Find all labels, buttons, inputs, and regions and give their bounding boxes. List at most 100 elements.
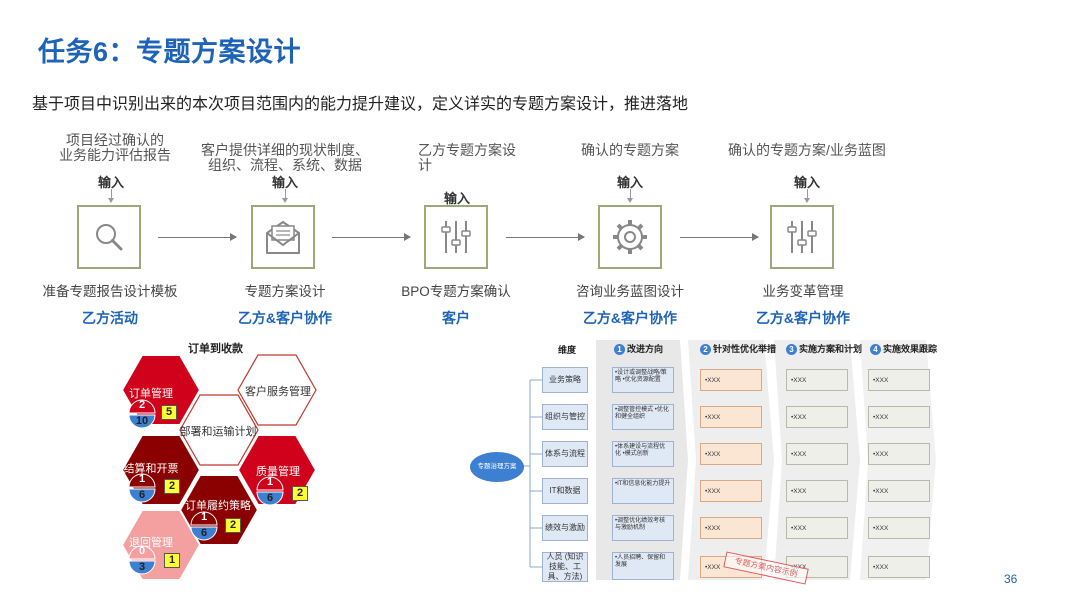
measure-box[interactable]: •XXX xyxy=(700,369,762,391)
page-subtitle: 基于项目中识别出来的本次项目范围内的能力提升建议，定义详实的专题方案设计，推进落… xyxy=(32,96,689,113)
header-text: 实施效果跟踪 xyxy=(883,344,938,354)
plan-box[interactable]: •XXX xyxy=(786,443,848,465)
number-badge xyxy=(128,473,156,503)
hex-customer-service[interactable] xyxy=(237,354,317,426)
sliders-icon xyxy=(441,221,471,253)
flow-arrow xyxy=(332,233,411,241)
page-title: 任务6：专题方案设计 xyxy=(38,37,302,67)
step-box[interactable] xyxy=(251,205,315,269)
input-label: 输入 xyxy=(272,175,299,190)
plan-box[interactable]: •XXX xyxy=(786,517,848,539)
tree-connector xyxy=(522,379,542,568)
hex-label: 订单履约策略 xyxy=(185,500,251,512)
number-badge xyxy=(128,399,156,429)
hex-diagram-title: 订单到收款 xyxy=(188,343,243,355)
step-box[interactable] xyxy=(424,205,488,269)
badge-count: 2 xyxy=(292,486,308,501)
step-input-text: 项目经过确认的 业务能力评估报告 xyxy=(45,133,185,163)
step-input-line: 业务能力评估报告 xyxy=(59,147,171,163)
measure-box[interactable]: •XXX xyxy=(700,517,762,539)
plan-box[interactable]: •XXX xyxy=(786,369,848,391)
hex-label: 结算和开票 xyxy=(123,463,179,475)
input-label: 输入 xyxy=(617,175,644,190)
step-number-badge: 2 xyxy=(700,344,711,356)
badge-bottom: 10 xyxy=(135,415,149,427)
step-box[interactable] xyxy=(770,205,834,269)
tracking-box[interactable]: •XXX xyxy=(868,369,930,391)
hex-label: 订单管理 xyxy=(129,388,173,400)
direction-box[interactable]: •IT和信息化能力提升 xyxy=(612,478,674,504)
header-text: 实施方案和计划 xyxy=(799,344,863,354)
dimension-box[interactable]: 体系与流程 xyxy=(542,441,588,467)
plan-box[interactable]: •XXX xyxy=(786,480,848,502)
dimension-box[interactable]: IT和数据 xyxy=(542,478,588,504)
badge-bottom: 6 xyxy=(138,489,146,501)
direction-box[interactable]: •人员招聘、保留和发展 xyxy=(612,552,674,580)
tracking-box[interactable]: •XXX xyxy=(868,556,930,578)
tracking-box[interactable]: •XXX xyxy=(868,480,930,502)
header-text: 针对性优化举措 xyxy=(713,344,777,354)
measure-box[interactable]: •XXX xyxy=(700,406,762,428)
step-input-line: 计 xyxy=(418,157,432,173)
step-name: 专题方案设计 xyxy=(244,284,326,299)
measure-box[interactable]: •XXX xyxy=(700,443,762,465)
badge-top: 0 xyxy=(138,545,146,557)
step-role: 客户 xyxy=(442,310,470,326)
dimension-box[interactable]: 业务策略 xyxy=(542,367,588,393)
direction-box[interactable]: •设计或调整战略/策略 •优化资源配置 xyxy=(612,367,674,393)
input-label: 输入 xyxy=(794,175,821,190)
badge-top: 1 xyxy=(266,476,274,488)
tracking-box[interactable]: •XXX xyxy=(868,406,930,428)
step-box[interactable] xyxy=(77,205,141,269)
step-number-badge: 3 xyxy=(786,344,797,356)
direction-box[interactable]: •体系建设与流程优化 •模式创新 xyxy=(612,441,674,467)
flow-arrow xyxy=(506,233,585,241)
number-badge xyxy=(128,545,156,575)
direction-box[interactable]: •调整管控模式 •优化和健全组织 xyxy=(612,404,674,430)
step-input-text: 乙方专题方案设 计 xyxy=(418,143,528,173)
hex-deployment-transport[interactable] xyxy=(179,394,259,466)
number-badge xyxy=(256,476,284,506)
badge-bottom: 6 xyxy=(266,492,274,504)
matrix-header-dimension: 维度 xyxy=(558,345,577,355)
step-input-line: 项目经过确认的 xyxy=(66,132,164,148)
direction-box[interactable]: •调整优化绩效考核与激励机制 xyxy=(612,515,674,541)
matrix-root[interactable]: 专题治理方案 xyxy=(470,452,524,482)
plan-box[interactable]: •XXX xyxy=(786,406,848,428)
measure-box[interactable]: •XXX xyxy=(700,480,762,502)
step-input-text: 确认的专题方案 xyxy=(560,143,700,158)
step-input-line: 确认的专题方案 xyxy=(581,142,679,158)
down-arrow xyxy=(627,189,633,203)
badge-count: 5 xyxy=(161,405,177,420)
down-arrow xyxy=(108,189,114,203)
step-box[interactable] xyxy=(598,205,662,269)
step-input-line: 客户提供详细的现状制度、 xyxy=(201,142,369,158)
step-role: 乙方&客户协作 xyxy=(237,310,333,326)
step-role: 乙方&客户协作 xyxy=(582,310,678,326)
step-input-line: 确认的专题方案/业务蓝图 xyxy=(728,142,886,158)
dimension-box[interactable]: 绩效与激励 xyxy=(542,515,588,541)
step-name: 准备专题报告设计模板 xyxy=(42,284,178,299)
number-badge xyxy=(190,511,218,541)
dimension-box[interactable]: 组织与管控 xyxy=(542,404,588,430)
badge-count: 2 xyxy=(164,479,180,494)
down-arrow xyxy=(282,189,288,203)
hex-label: 部署和运输计划 xyxy=(179,426,257,438)
header-text: 改进方向 xyxy=(627,344,664,354)
badge-count: 1 xyxy=(164,553,180,568)
tracking-box[interactable]: •XXX xyxy=(868,517,930,539)
down-arrow xyxy=(804,189,810,203)
input-label: 输入 xyxy=(444,191,471,206)
gear-icon xyxy=(613,220,647,254)
badge-bottom: 6 xyxy=(200,527,208,539)
page-number: 36 xyxy=(1004,572,1018,586)
step-role: 乙方&客户协作 xyxy=(755,310,851,326)
input-label: 输入 xyxy=(98,175,125,190)
dimension-box[interactable]: 人员 (知识技能、工具、方法) xyxy=(542,552,588,582)
sliders-icon xyxy=(787,221,817,253)
tracking-box[interactable]: •XXX xyxy=(868,443,930,465)
badge-top: 1 xyxy=(200,511,208,523)
step-name: 业务变革管理 xyxy=(762,284,844,299)
